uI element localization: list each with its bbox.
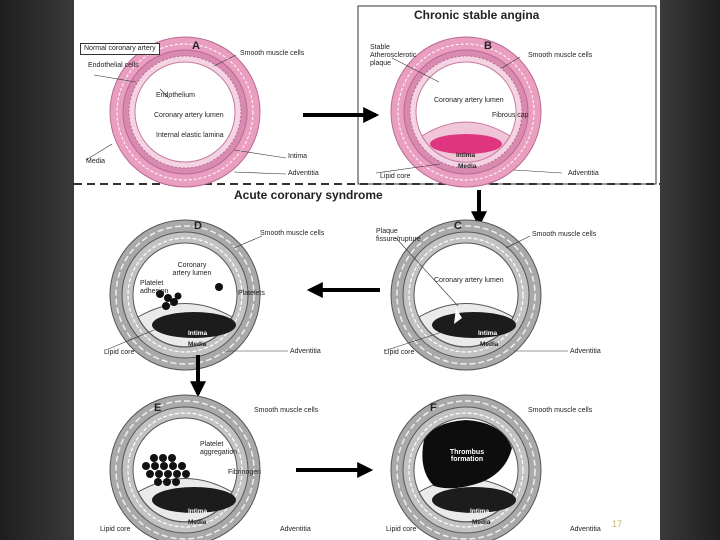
panel-d-media: Media [188,341,207,348]
panel-f-thrombus: Thrombus formation [449,449,485,463]
panel-f-smooth-muscle: Smooth muscle cells [528,407,593,414]
panel-f-adventitia: Adventitia [570,526,601,533]
panel-f-artery [390,394,542,540]
panel-c-media: Media [480,341,499,348]
background-right [660,0,720,540]
panel-b-lumen: Coronary artery lumen [434,97,504,104]
panel-a-intima: Intima [288,153,308,160]
panel-c-smooth-muscle: Smooth muscle cells [532,231,597,238]
panel-a-artery [109,36,261,188]
panel-b-stable-plaque: Stable Atherosclerotic plaque [370,44,417,67]
panel-e-platelet-aggregation: Platelet aggregation [200,441,237,456]
acute-coronary-title: Acute coronary syndrome [234,188,383,202]
panel-c-lumen: Coronary artery lumen [434,277,504,284]
panel-a-adventitia: Adventitia [288,170,319,177]
figure-graphics [74,5,660,540]
chronic-angina-title: Chronic stable angina [414,8,540,22]
panel-e-letter: E [154,402,162,414]
panel-d-intima: Intima [188,330,208,337]
panel-c-plaque-fissure: Plaque fissure/rupture [376,228,421,243]
panel-b-letter: B [484,40,492,52]
panel-e-adventitia: Adventitia [280,526,311,533]
panel-c-artery [390,219,542,371]
panel-a-lamina: Internal elastic lamina [156,132,224,139]
panel-b-smooth-muscle: Smooth muscle cells [528,52,593,59]
panel-d-platelets: Platelets [238,290,265,297]
panel-c-intima: Intima [478,330,498,337]
panel-e-artery [109,394,261,540]
panel-d-platelet-adhesion: Platelet adhesion [140,280,169,295]
panel-b-lipid-core: Lipid core [380,173,411,180]
panel-a-smooth-muscle: Smooth muscle cells [240,50,305,57]
leader-lines [85,54,568,352]
panel-a-endothelial-cells: Endothelial cells [88,62,139,69]
panel-f-intima: Intima [470,508,490,515]
panel-f-lipid-core: Lipid core [386,526,417,533]
normal-artery-box-label: Normal coronary artery [80,43,160,55]
panel-d-lumen: Coronary artery lumen [172,262,212,277]
panel-e-media: Media [188,519,207,526]
panel-b-artery [390,36,542,188]
panel-e-smooth-muscle: Smooth muscle cells [254,407,319,414]
panel-d-adventitia: Adventitia [290,348,321,355]
panel-a-lumen: Coronary artery lumen [154,112,224,119]
panel-f-media: Media [472,519,491,526]
panel-b-fibrous-cap: Fibrous cap [492,112,529,119]
panel-c-adventitia: Adventitia [570,348,601,355]
panel-e-lipid-core: Lipid core [100,526,131,533]
panel-d-artery [109,219,261,371]
panel-d-smooth-muscle: Smooth muscle cells [260,230,325,237]
panel-a-letter: A [192,40,200,52]
panel-d-lipid-core: Lipid core [104,349,135,356]
panel-b-adventitia: Adventitia [568,170,599,177]
page-number: 17 [612,519,623,529]
coronary-artery-figure: Chronic stable angina Acute coronary syn… [74,0,660,540]
panel-c-lipid-core: Lipid core [384,349,415,356]
panel-b-media: Media [458,163,477,170]
panel-e-intima: Intima [188,508,208,515]
panel-d-letter: D [194,220,202,232]
background-left [0,0,74,540]
panel-c-letter: C [454,220,462,232]
panel-a-endothelium: Endothelium [156,92,195,99]
panel-b-intima: Intima [456,152,476,159]
panel-e-fibrinogen: Fibrinogen [228,469,262,476]
panel-a-media: Media [86,158,106,165]
panel-f-letter: F [430,402,437,414]
